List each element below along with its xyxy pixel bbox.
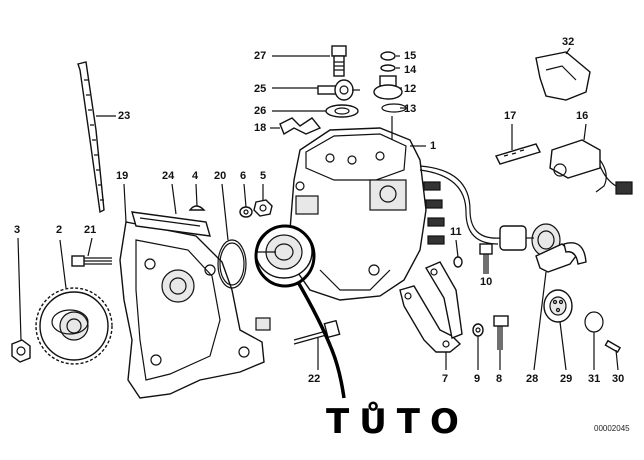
part-7-bracket — [399, 261, 463, 370]
label-2: 2 — [56, 224, 63, 236]
label-24: 24 — [162, 170, 175, 182]
part-1-injection-pump — [255, 127, 501, 301]
part-8-bolt — [493, 315, 509, 370]
part-19-housing — [119, 183, 271, 399]
part-11-washer — [453, 239, 463, 268]
label-6: 6 — [240, 170, 247, 182]
part-24-bar — [131, 183, 211, 237]
part-3-nut — [11, 237, 31, 363]
part-18-clamp — [270, 117, 322, 136]
handwritten-note: TŮTO — [326, 402, 469, 442]
part-9-washer — [472, 323, 484, 370]
part-22-stud — [293, 319, 341, 370]
part-15-cap — [380, 51, 400, 61]
label-22: 22 — [308, 373, 321, 385]
label-7: 7 — [442, 373, 449, 385]
label-30: 30 — [612, 373, 625, 385]
label-10: 10 — [480, 276, 493, 288]
part-31-seal-ring — [584, 311, 604, 370]
label-32: 32 — [562, 36, 575, 48]
part-14-washer — [380, 64, 400, 72]
label-20: 20 — [214, 170, 227, 182]
part-2-sprocket — [35, 239, 113, 365]
label-13: 13 — [404, 103, 417, 115]
label-8: 8 — [496, 373, 503, 385]
label-15: 15 — [404, 50, 417, 62]
part-21-bolt — [71, 237, 112, 267]
label-23: 23 — [118, 110, 131, 122]
reference-code: 00002045 — [594, 424, 630, 433]
label-29: 29 — [560, 373, 573, 385]
label-3: 3 — [14, 224, 21, 236]
part-4-woodruff-key — [188, 183, 206, 211]
part-23-gasket-strip — [77, 61, 116, 214]
label-26: 26 — [254, 105, 267, 117]
handwritten-annotation — [254, 224, 346, 399]
part-29-connector — [543, 289, 573, 371]
label-4: 4 — [192, 170, 199, 182]
label-19: 19 — [116, 170, 129, 182]
part-12-valve — [373, 75, 403, 100]
label-14: 14 — [404, 64, 417, 76]
part-6-washer — [239, 183, 253, 218]
part-5-nut — [253, 184, 273, 217]
part-26-washer — [272, 104, 359, 118]
label-5: 5 — [260, 170, 267, 182]
part-10-bolt — [479, 243, 493, 274]
label-21: 21 — [84, 224, 97, 236]
part-27-bolt — [272, 45, 347, 77]
part-30-pin — [604, 339, 622, 371]
label-31: 31 — [588, 373, 601, 385]
part-16-sensor — [549, 123, 633, 195]
label-11: 11 — [450, 226, 462, 238]
part-25-banjo-fitting — [272, 79, 360, 101]
label-27: 27 — [254, 50, 267, 62]
label-28: 28 — [526, 373, 539, 385]
label-18: 18 — [254, 122, 267, 134]
part-13-o-ring — [381, 103, 407, 140]
harness-connector — [499, 223, 561, 257]
label-9: 9 — [474, 373, 481, 385]
label-16: 16 — [576, 110, 589, 122]
part-20-o-ring — [217, 183, 247, 289]
label-12: 12 — [404, 83, 417, 95]
label-1: 1 — [430, 140, 437, 152]
part-28-hose-fitting — [533, 242, 587, 371]
label-17: 17 — [504, 110, 517, 122]
label-25: 25 — [254, 83, 267, 95]
part-32-bracket — [535, 47, 591, 101]
part-17-pin — [495, 124, 541, 165]
